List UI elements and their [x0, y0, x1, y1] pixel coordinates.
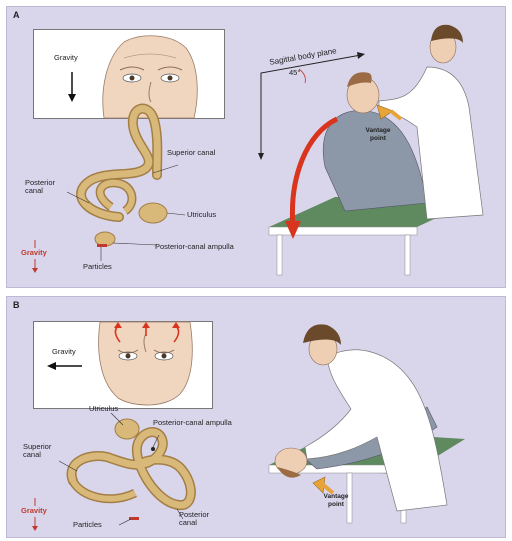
- panel-a: A Gravity Superior canal: [6, 6, 506, 288]
- vantage-label-a: Vantage point: [361, 127, 395, 143]
- angle-label: 45°: [289, 69, 300, 77]
- panel-b: B Gravity: [6, 296, 506, 538]
- vantage-label-b: Vantage point: [319, 493, 353, 509]
- patient-lying-scene: [7, 297, 505, 537]
- patient-sitting-scene: [7, 7, 505, 287]
